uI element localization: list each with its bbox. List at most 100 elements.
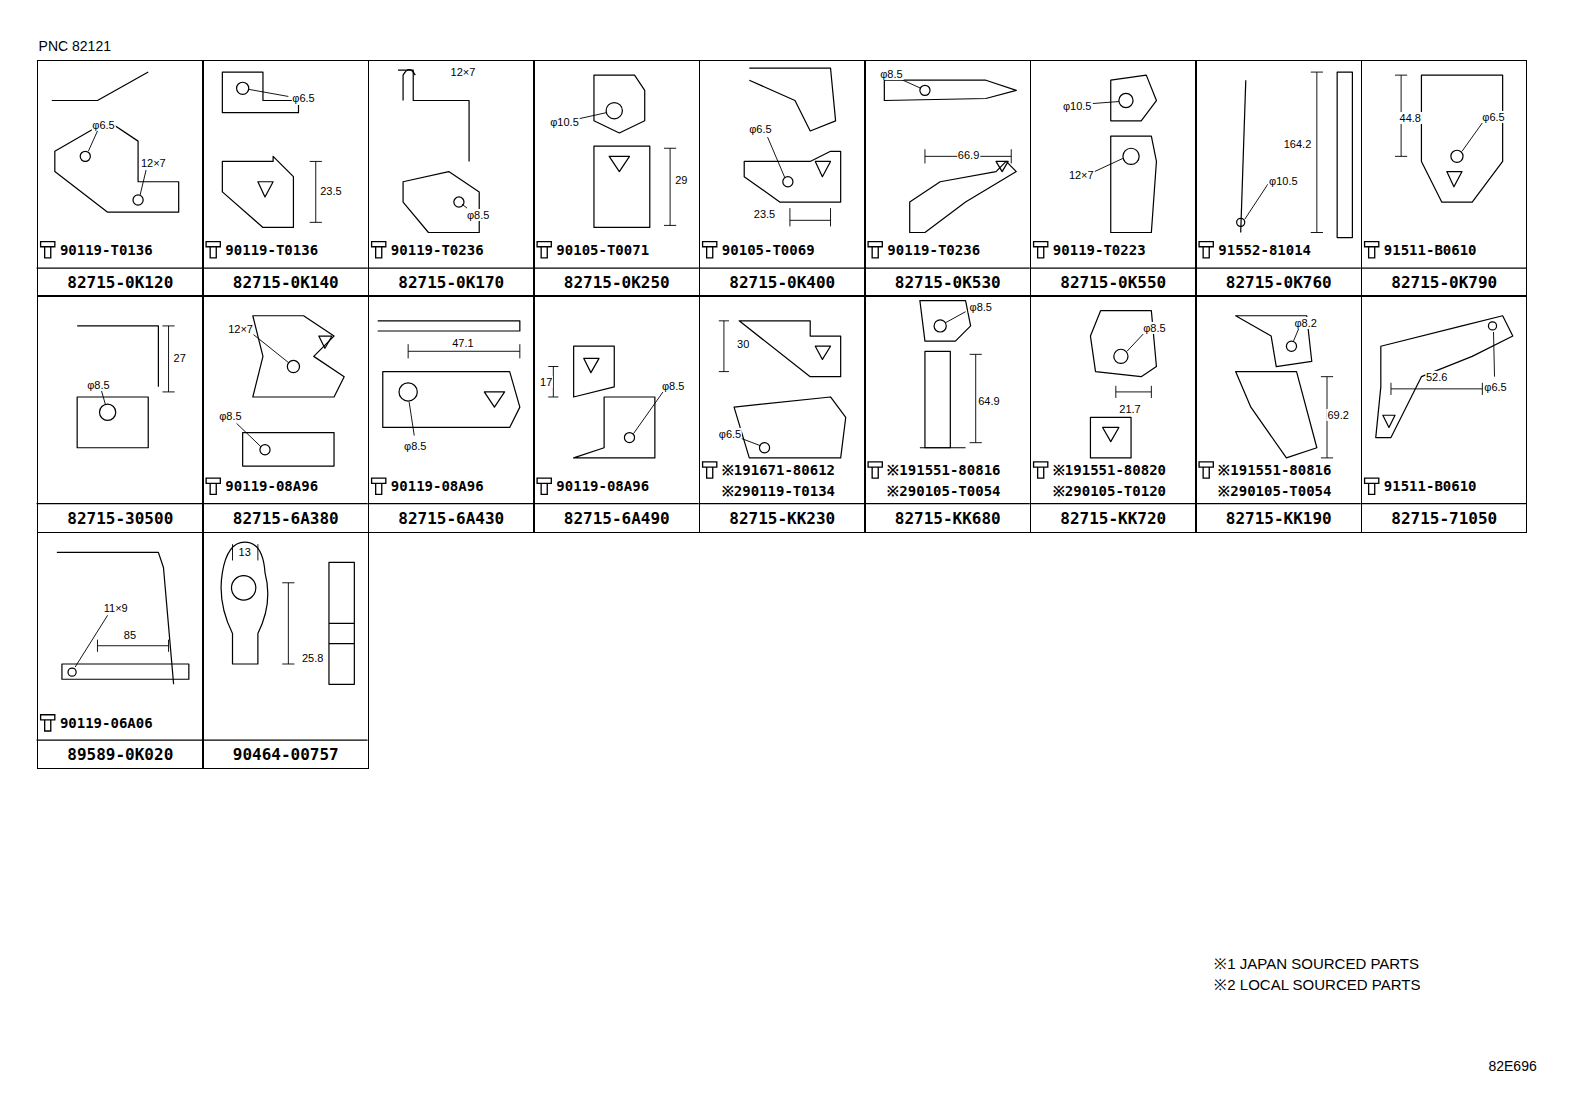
bolt-hole: [1123, 148, 1139, 164]
bracket-outline: [52, 72, 148, 100]
leader-line: [1151, 386, 1152, 398]
bolt-hole: [287, 360, 299, 372]
dimension-label: 13: [238, 546, 252, 558]
bracket-outline: [243, 433, 334, 467]
leader-line: [975, 354, 976, 442]
leader-line: [310, 161, 322, 162]
leader-line: [462, 204, 467, 208]
bracket-outline: [221, 542, 268, 664]
leader-line: [970, 442, 982, 443]
leader-line: [1245, 184, 1268, 220]
cell-divider: [533, 267, 698, 268]
dimension-label: 25.8: [301, 652, 324, 664]
bracket-illustration: [533, 75, 698, 268]
bolt-symbol: [206, 242, 220, 258]
leader-line: [288, 583, 289, 664]
bracket-outline: [403, 70, 415, 101]
leader-line: [548, 366, 558, 367]
leader-line: [162, 325, 174, 326]
bracket-outline: [329, 623, 354, 643]
part-cell: φ8.269.2※191551-80816※290105-T005482715-…: [1195, 295, 1362, 532]
dimension-label: φ8.5: [969, 301, 993, 313]
part-number: 82715-0K400: [729, 274, 835, 292]
part-number: 82715-KK720: [1060, 510, 1166, 528]
leader-line: [768, 137, 785, 178]
bracket-illustration: [37, 552, 202, 740]
part-cell: 12×7φ8.590119-T023682715-0K170: [368, 60, 535, 297]
cell-divider: [1361, 267, 1526, 268]
bolt-part-number: ※290119-T0134: [722, 485, 835, 500]
bolt-symbol: [703, 462, 717, 478]
bolt-part-number: ※290105-T0120: [1053, 485, 1166, 500]
dimension-label: φ6.5: [1483, 381, 1507, 393]
part-cell: φ8.566.990119-T023682715-0K530: [864, 60, 1031, 297]
part-cell: φ8.564.9※191551-80816※290105-T005482715-…: [864, 295, 1031, 532]
dimension-label: 29: [674, 174, 688, 186]
bracket-outline: [484, 392, 504, 407]
leader-line: [1294, 329, 1299, 341]
bracket-outline: [329, 562, 354, 684]
bolt-hole: [606, 103, 622, 119]
part-number: 90464-00757: [233, 747, 339, 765]
bracket-outline: [584, 358, 599, 372]
cell-divider: [202, 503, 367, 504]
bracket-illustration: [699, 68, 864, 268]
dimension-label: φ8.5: [466, 209, 490, 221]
bracket-outline: [1421, 75, 1502, 202]
cell-divider: [368, 267, 533, 268]
part-cell: 44.8φ6.591511-B061082715-0K790: [1361, 60, 1528, 297]
bolt-part-number: 90119-T0236: [391, 243, 484, 258]
leader-line: [140, 170, 146, 195]
leader-line: [970, 354, 982, 355]
dimension-label: 23.5: [753, 208, 776, 220]
bolt-part-number: ※191671-80612: [722, 463, 835, 478]
leader-line: [102, 391, 106, 405]
dimension-label: 27: [173, 352, 187, 364]
bolt-part-number: ※191551-80816: [887, 463, 1000, 478]
source-note: ※2 LOCAL SOURCED PARTS: [1214, 977, 1420, 994]
cell-divider: [1195, 267, 1360, 268]
cell-divider: [37, 503, 202, 504]
bracket-outline: [594, 146, 650, 227]
part-number: 82715-6A380: [233, 510, 339, 528]
dimension-label: 47.1: [451, 337, 474, 349]
leader-line: [719, 320, 729, 321]
bracket-outline: [910, 161, 1017, 232]
bolt-part-number: ※290105-T0054: [1218, 485, 1331, 500]
part-cell: φ10.52990105-T007182715-0K250: [533, 60, 700, 297]
bolt-hole: [399, 383, 417, 401]
bolt-symbol: [41, 715, 55, 731]
bolt-hole: [759, 443, 769, 453]
part-number: 82715-6A490: [564, 510, 670, 528]
bracket-outline: [62, 664, 189, 679]
bolt-hole: [454, 197, 464, 207]
bracket-outline: [574, 346, 615, 397]
bolt-symbol: [1034, 462, 1048, 478]
leader-line: [310, 222, 322, 223]
dimension-label: φ8.5: [661, 380, 685, 392]
leader-line: [670, 148, 671, 225]
leader-line: [232, 544, 233, 560]
bracket-illustration: [533, 346, 698, 503]
part-cell: φ8.521.7※191551-80820※290105-T012082715-…: [1030, 295, 1197, 532]
bolt-hole: [934, 320, 946, 332]
bracket-outline: [258, 182, 273, 197]
bolt-hole: [80, 151, 90, 161]
bracket-illustration: [699, 321, 864, 504]
part-number: 89589-0K020: [67, 747, 173, 765]
leader-line: [548, 396, 558, 397]
bolt-hole: [231, 576, 255, 600]
bolt-hole: [920, 85, 930, 95]
bolt-part-number: ※290105-T0054: [887, 485, 1000, 500]
dimension-label: φ8.5: [218, 410, 242, 422]
dimension-label: 85: [123, 628, 137, 640]
bracket-outline: [1103, 427, 1119, 441]
dimension-label: φ8.2: [1293, 317, 1317, 329]
dimension-label: 12×7: [227, 323, 254, 335]
cell-divider: [864, 267, 1029, 268]
cell-divider: [533, 503, 698, 504]
dimension-label: φ8.5: [879, 68, 903, 80]
leader-line: [1127, 334, 1143, 351]
dimension-label: φ6.5: [1481, 111, 1505, 123]
